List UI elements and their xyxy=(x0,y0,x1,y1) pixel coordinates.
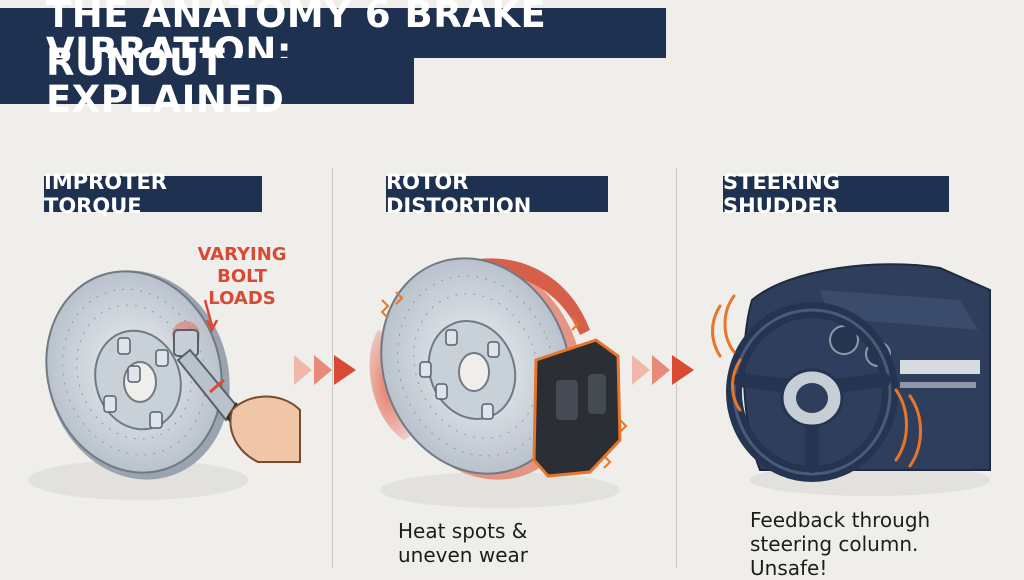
caption-steering: Feedback through steering column. Unsafe… xyxy=(750,508,1010,580)
panel-label-steering: STEERING SHUDDER xyxy=(723,170,949,218)
caption-steering-line-2: steering column. xyxy=(750,532,919,556)
page-title-line-1: THE ANATOMY 6 BRAKE VIBRATION: xyxy=(0,0,666,70)
panel-label-rotor-text: ROTOR DISTORTION xyxy=(386,170,532,218)
brake-caliper-icon xyxy=(532,338,622,478)
panel-label-torque-text: IMPROTER TORQUE xyxy=(44,170,167,218)
flow-arrow-icon xyxy=(632,355,694,385)
vibration-lines-icon xyxy=(380,291,628,469)
vibration-lines-icon xyxy=(711,294,922,468)
page-title-line-2: RUNOUT EXPLAINED xyxy=(0,44,414,118)
caption-steering-line-3: Unsafe! xyxy=(750,556,828,580)
callout-pointer xyxy=(203,299,214,327)
flow-arrow-icon xyxy=(294,355,356,385)
callout-varying-bolt-loads: VARYING BOLT LOADS xyxy=(172,244,312,310)
caption-rotor-line-1: Heat spots & xyxy=(398,519,528,543)
callout-line-1: VARYING BOLT xyxy=(197,244,287,287)
panel-label-rotor: ROTOR DISTORTION xyxy=(386,170,608,218)
caption-rotor-line-2: uneven wear xyxy=(398,543,528,567)
panel-label-torque: IMPROTER TORQUE xyxy=(44,170,262,218)
caption-steering-line-1: Feedback through xyxy=(750,508,931,532)
brake-rotor-icon xyxy=(28,270,248,500)
callout-line-2: LOADS xyxy=(208,288,276,309)
caption-rotor: Heat spots & uneven wear xyxy=(398,519,638,567)
page-title-text-2: RUNOUT EXPLAINED xyxy=(46,41,285,121)
panel-label-steering-text: STEERING SHUDDER xyxy=(723,170,840,218)
panel-divider-1 xyxy=(332,168,333,568)
torque-wrench-icon xyxy=(172,321,301,463)
